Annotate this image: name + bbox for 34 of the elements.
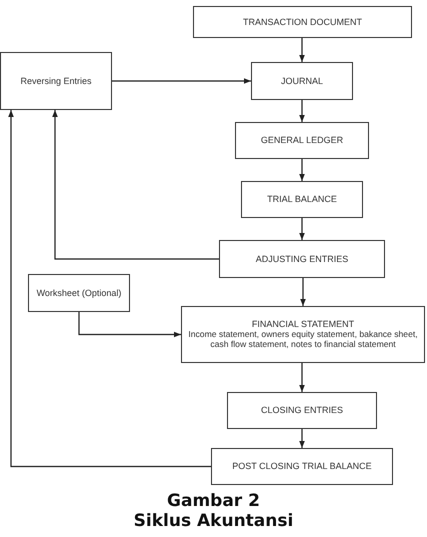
arrow [299,218,305,240]
arrow [299,429,305,448]
process-box [28,274,130,312]
box-description: Income statement, owners equity statement, bakance sheet, cash flow statement, notes to financial statement [187,330,419,350]
figure-number: Gambar 2 [166,491,261,511]
arrow [299,100,305,122]
process-box [181,306,425,363]
box-label: ADJUSTING ENTRIES [256,254,348,264]
process-box [241,181,363,218]
box-label: GENERAL LEDGER [260,135,344,146]
process-box [227,392,377,429]
process-box [219,240,385,278]
arrow [78,312,181,338]
process-box [235,122,369,159]
arrow [8,110,211,468]
process-box [251,62,353,100]
process-box [211,448,393,485]
arrow [299,363,305,392]
box-label: POST CLOSING TRIAL BALANCE [232,461,372,472]
box-label: Reversing Entries [20,76,92,86]
box-label: JOURNAL [280,76,323,86]
box-label: FINANCIAL STATEMENT [252,319,354,330]
box-label: CLOSING ENTRIES [260,405,343,416]
process-box [0,52,112,110]
arrow [300,278,306,306]
arrow [52,110,219,260]
process-box [193,6,412,38]
box-label: TRIAL BALANCE [267,194,337,205]
arrow [112,78,251,84]
box-label: TRANSACTION DOCUMENT [243,16,362,28]
box-label: Worksheet (Optional) [36,288,122,298]
arrow [299,38,305,62]
caption: Siklus Akuntansi [132,511,294,531]
arrow [299,159,305,181]
